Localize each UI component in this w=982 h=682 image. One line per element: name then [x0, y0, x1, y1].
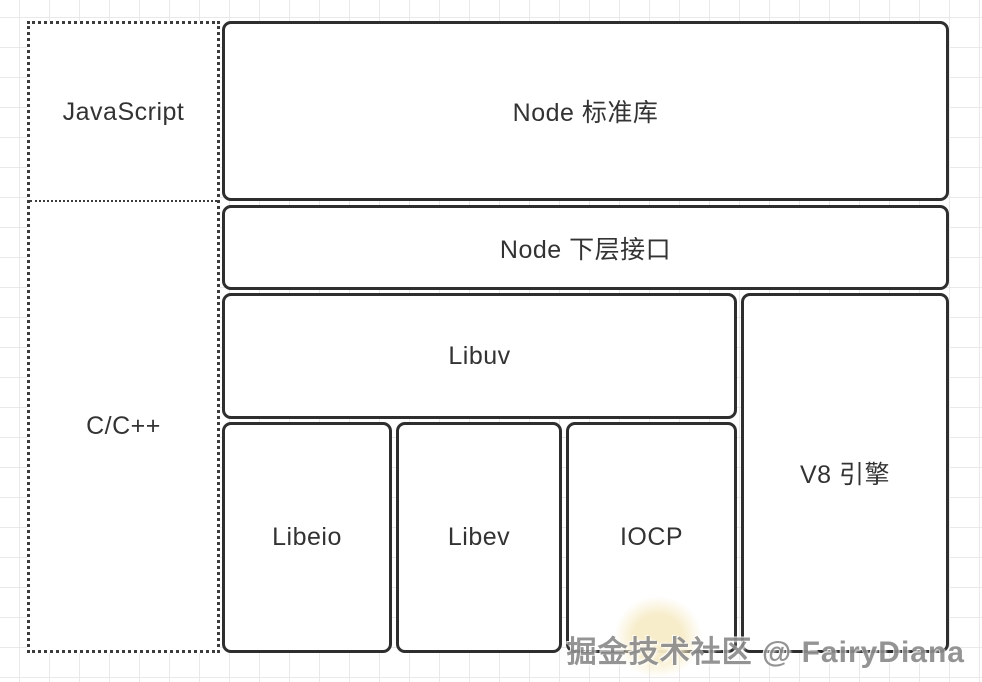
libev-box: Libev [396, 422, 562, 653]
node-lowlevel-api-label: Node 下层接口 [499, 235, 672, 264]
libuv-label: Libuv [448, 341, 511, 370]
iocp-label: IOCP [619, 523, 684, 551]
language-layer-column: JavaScript C/C++ [27, 21, 220, 653]
libuv-box: Libuv [222, 293, 737, 419]
node-stdlib-label: Node 标准库 [512, 99, 659, 127]
v8-engine-box: V8 引擎 [741, 293, 949, 653]
libev-label: Libev [447, 523, 511, 551]
node-lowlevel-api-box: Node 下层接口 [222, 205, 949, 290]
libeio-label: Libeio [272, 523, 342, 551]
watermark-text: 掘金技术社区 @ FairyDiana [566, 636, 965, 669]
cpp-layer-box: C/C++ [30, 202, 217, 650]
javascript-layer-label: JavaScript [62, 97, 185, 126]
v8-engine-label: V8 引擎 [799, 461, 891, 489]
javascript-layer-box: JavaScript [30, 24, 217, 202]
iocp-box: IOCP [566, 422, 737, 653]
libeio-box: Libeio [222, 422, 392, 653]
cpp-layer-label: C/C++ [86, 411, 161, 440]
node-stdlib-box: Node 标准库 [222, 21, 949, 201]
